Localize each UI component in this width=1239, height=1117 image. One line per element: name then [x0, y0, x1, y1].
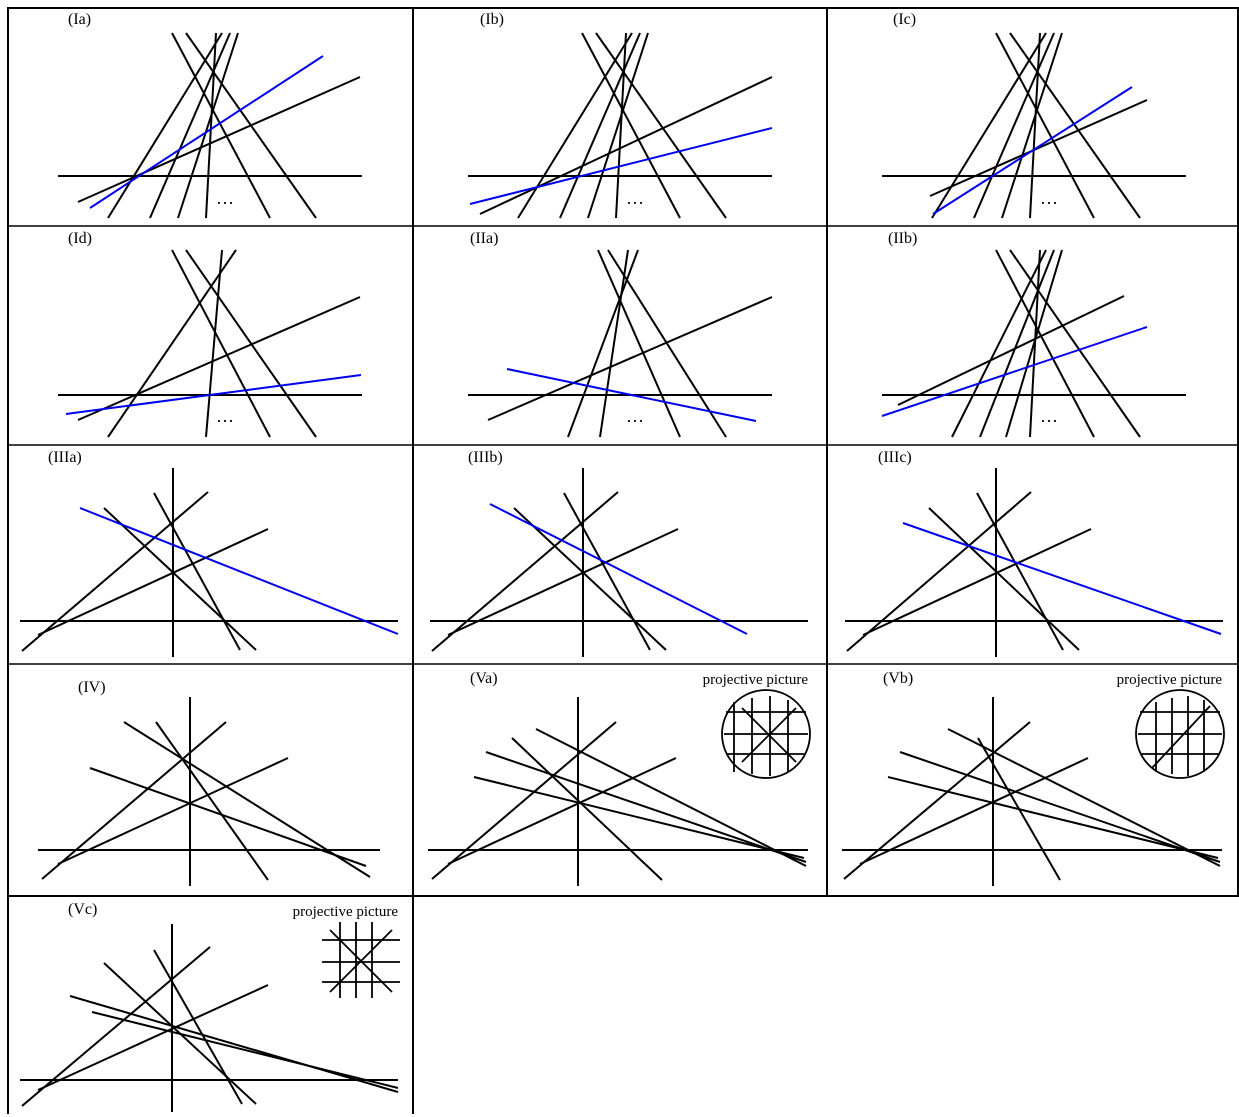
panel-label-Vc: (Vc): [68, 901, 97, 918]
panel-IIIc-lines: [845, 468, 1223, 657]
ellipsis-Ic: …: [1040, 188, 1058, 208]
panel-label-IIIb: (IIIb): [468, 449, 503, 466]
panel-label-IIa: (IIa): [470, 230, 498, 247]
caption-Va: projective picture: [703, 672, 809, 688]
ellipsis-Ib: …: [626, 188, 644, 208]
projective-inset-Vb: [1135, 689, 1225, 779]
panel-label-Ib: (Ib): [480, 11, 504, 28]
panel-label-Ia: (Ia): [68, 11, 91, 28]
panel-label-IIIa: (IIIa): [48, 449, 82, 466]
ellipsis-IIb: …: [1040, 406, 1058, 426]
panel-IIb-lines: [881, 249, 1186, 438]
caption-Vc: projective picture: [293, 904, 399, 920]
panel-label-IIIc: (IIIc): [878, 449, 912, 466]
panel-label-Vb: (Vb): [883, 670, 913, 687]
panel-Ic-lines: [882, 32, 1186, 219]
panel-label-Ic: (Ic): [893, 11, 916, 28]
panel-Va-lines: [428, 697, 808, 886]
projective-inset-Vc: [322, 922, 400, 998]
ellipsis-Ia: …: [216, 188, 234, 208]
panel-label-IV: (IV): [78, 679, 106, 696]
ellipsis-IIa: …: [626, 406, 644, 426]
panel-Vb-lines: [842, 697, 1222, 886]
panel-IV-lines: [38, 697, 380, 886]
caption-Vb: projective picture: [1117, 672, 1223, 688]
panel-Vc-lines: [20, 924, 399, 1112]
panel-label-IIb: (IIb): [888, 230, 917, 247]
panel-IIIa-lines: [20, 468, 399, 657]
panel-label-Va: (Va): [470, 670, 498, 687]
panel-Id-lines: [58, 249, 362, 438]
ellipsis-Id: …: [216, 406, 234, 426]
panel-Ia-lines: [58, 32, 362, 219]
panel-IIIb-lines: [430, 468, 808, 657]
panel-label-Id: (Id): [68, 230, 92, 247]
panel-IIa-lines: [468, 249, 773, 438]
panel-Ib-lines: [468, 32, 773, 219]
table-frame: [7, 7, 1239, 1114]
projective-inset-Va: [721, 689, 811, 779]
